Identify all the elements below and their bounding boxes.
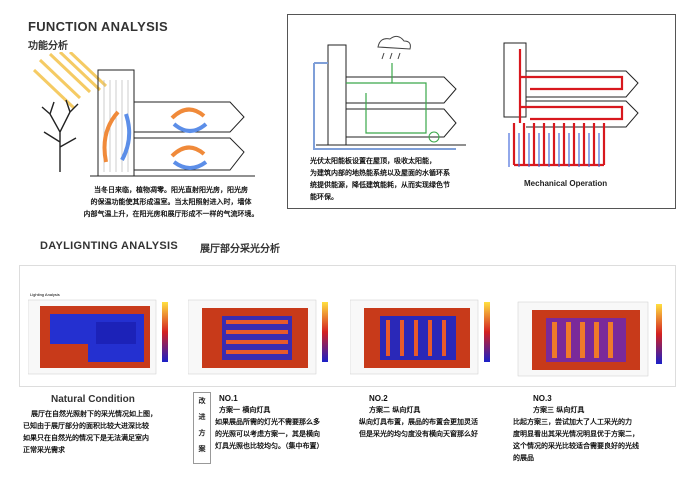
text-line: 比起方案三，尝试加大了人工采光的力 xyxy=(513,418,632,426)
lighting-plot-scheme-1 xyxy=(188,288,338,378)
text-line: 能环保。 xyxy=(310,193,338,201)
scheme-2: NO.2 方案二 纵向灯具 纵向灯具布置，展品的布置会更加灵活 但是采光的均匀度… xyxy=(359,394,509,440)
text-line: 光伏太阳能板设置在屋顶，吸收太阳能， xyxy=(310,157,436,165)
lighting-plot-natural: Lighting Analysis xyxy=(28,288,178,378)
text-line: 的保温功能使其形成温室。当太阳照射进入时，墙体 xyxy=(90,198,252,206)
solar-water-cycle-diagram xyxy=(306,33,476,153)
text-line: 的光照可以考虑方案一，其是横向 xyxy=(215,430,320,438)
text-line: 度明显看出其采光情况明显优于方案二， xyxy=(513,430,639,438)
scheme-text: 纵向灯具布置，展品的布置会更加灵活 但是采光的均匀度没有横向天窗那么好 xyxy=(359,416,509,440)
text-line: 如果展品所需的灯光不需要那么多 xyxy=(215,418,320,426)
water-pipes xyxy=(346,63,427,134)
text-line: 展厅在自然光照射下的采光情况如上图， xyxy=(31,410,157,418)
energy-system-panel: 光伏太阳能板设置在屋顶，吸收太阳能， 为建筑内部的地热能系统以及屋面的水循环系 … xyxy=(287,14,676,209)
daylight-subtitle: 展厅部分采光分析 xyxy=(200,244,280,255)
rain-cloud-icon xyxy=(377,35,411,60)
solar-description: 光伏太阳能板设置在屋顶，吸收太阳能， 为建筑内部的地热能系统以及屋面的水循环系 … xyxy=(310,155,510,203)
lighting-plot-scheme-3 xyxy=(512,276,672,380)
lighting-plots-panel: Lighting Analysis xyxy=(19,265,676,387)
label-char: 案 xyxy=(198,445,206,453)
text-line: 但是采光的均匀度没有横向天窗那么好 xyxy=(359,430,478,438)
text-line: 为建筑内部的地热能系统以及屋面的水循环系 xyxy=(310,169,450,177)
function-title: FUNCTION ANALYSIS xyxy=(28,19,168,34)
daylight-title: DAYLIGNTING ANALYSIS xyxy=(40,240,179,252)
text-line: 当冬日来临，植物凋零。阳光直射阳光房，阳光房 xyxy=(94,186,248,194)
scheme-name: 方案三 纵向灯具 xyxy=(533,406,585,414)
text-line: 正常采光需求 xyxy=(23,446,65,454)
sun-room-section-diagram xyxy=(30,52,270,182)
scheme-number: NO.3 xyxy=(533,394,552,403)
label-char: 进 xyxy=(198,413,206,421)
text-line: 灯具光照也比较均匀。（集中布置） xyxy=(215,442,324,450)
function-subtitle: 功能分析 xyxy=(28,41,68,52)
airflow-arrows xyxy=(102,107,208,170)
label-char: 改 xyxy=(198,397,206,405)
improve-scheme-label: 改 进 方 案 xyxy=(193,392,211,464)
natural-condition-title: Natural Condition xyxy=(51,394,135,405)
plot-caption: Lighting Analysis xyxy=(30,292,60,297)
mechanical-operation-label: Mechanical Operation xyxy=(524,179,608,188)
text-line: 内部气温上升，在阳光房和展厅形成不一样的气流环境。 xyxy=(83,210,259,218)
scheme-3: NO.3 方案三 纵向灯具 比起方案三，尝试加大了人工采光的力 度明显看出其采光… xyxy=(513,394,669,464)
scheme-name: 方案一 横向灯具 xyxy=(219,406,271,414)
text-line: 如果只在自然光的情况下是无法满足室内 xyxy=(23,434,149,442)
scheme-number: NO.1 xyxy=(219,394,238,403)
text-line: 统提供能源，降低建筑能耗，从而实现绿色节 xyxy=(310,181,450,189)
heating-pipes xyxy=(512,49,624,167)
sun-room-description: 当冬日来临，植物凋零。阳光直射阳光房，阳光房 的保温功能使其形成温室。当太阳照射… xyxy=(56,184,286,220)
natural-condition-text: 展厅在自然光照射下的采光情况如上图， 已知由于展厅部分的面积比较大进深比较 如果… xyxy=(23,408,183,456)
scheme-text: 如果展品所需的灯光不需要那么多 的光照可以考虑方案一，其是横向 灯具光照也比较均… xyxy=(215,416,355,452)
label-char: 方 xyxy=(198,429,206,437)
frame-lines xyxy=(313,62,456,150)
scheme-text: 比起方案三，尝试加大了人工采光的力 度明显看出其采光情况明显优于方案二， 这个情… xyxy=(513,416,669,464)
lighting-plot-scheme-2 xyxy=(350,288,500,378)
text-line: 这个情况的采光比较适合需要良好的光线 xyxy=(513,442,639,450)
sun-ray-icon xyxy=(32,52,108,110)
scheme-name: 方案二 纵向灯具 xyxy=(369,406,421,414)
tree-icon xyxy=(41,99,79,172)
mechanical-operation-diagram xyxy=(496,37,656,177)
pump-icon xyxy=(428,131,440,143)
scheme-number: NO.2 xyxy=(369,394,388,403)
daylight-text-band: Natural Condition 展厅在自然光照射下的采光情况如上图， 已知由… xyxy=(19,388,674,482)
text-line: 的展品 xyxy=(513,454,534,462)
text-line: 纵向灯具布置，展品的布置会更加灵活 xyxy=(359,418,478,426)
scheme-1: NO.1 方案一 横向灯具 如果展品所需的灯光不需要那么多 的光照可以考虑方案一… xyxy=(215,394,355,452)
text-line: 已知由于展厅部分的面积比较大进深比较 xyxy=(23,422,149,430)
